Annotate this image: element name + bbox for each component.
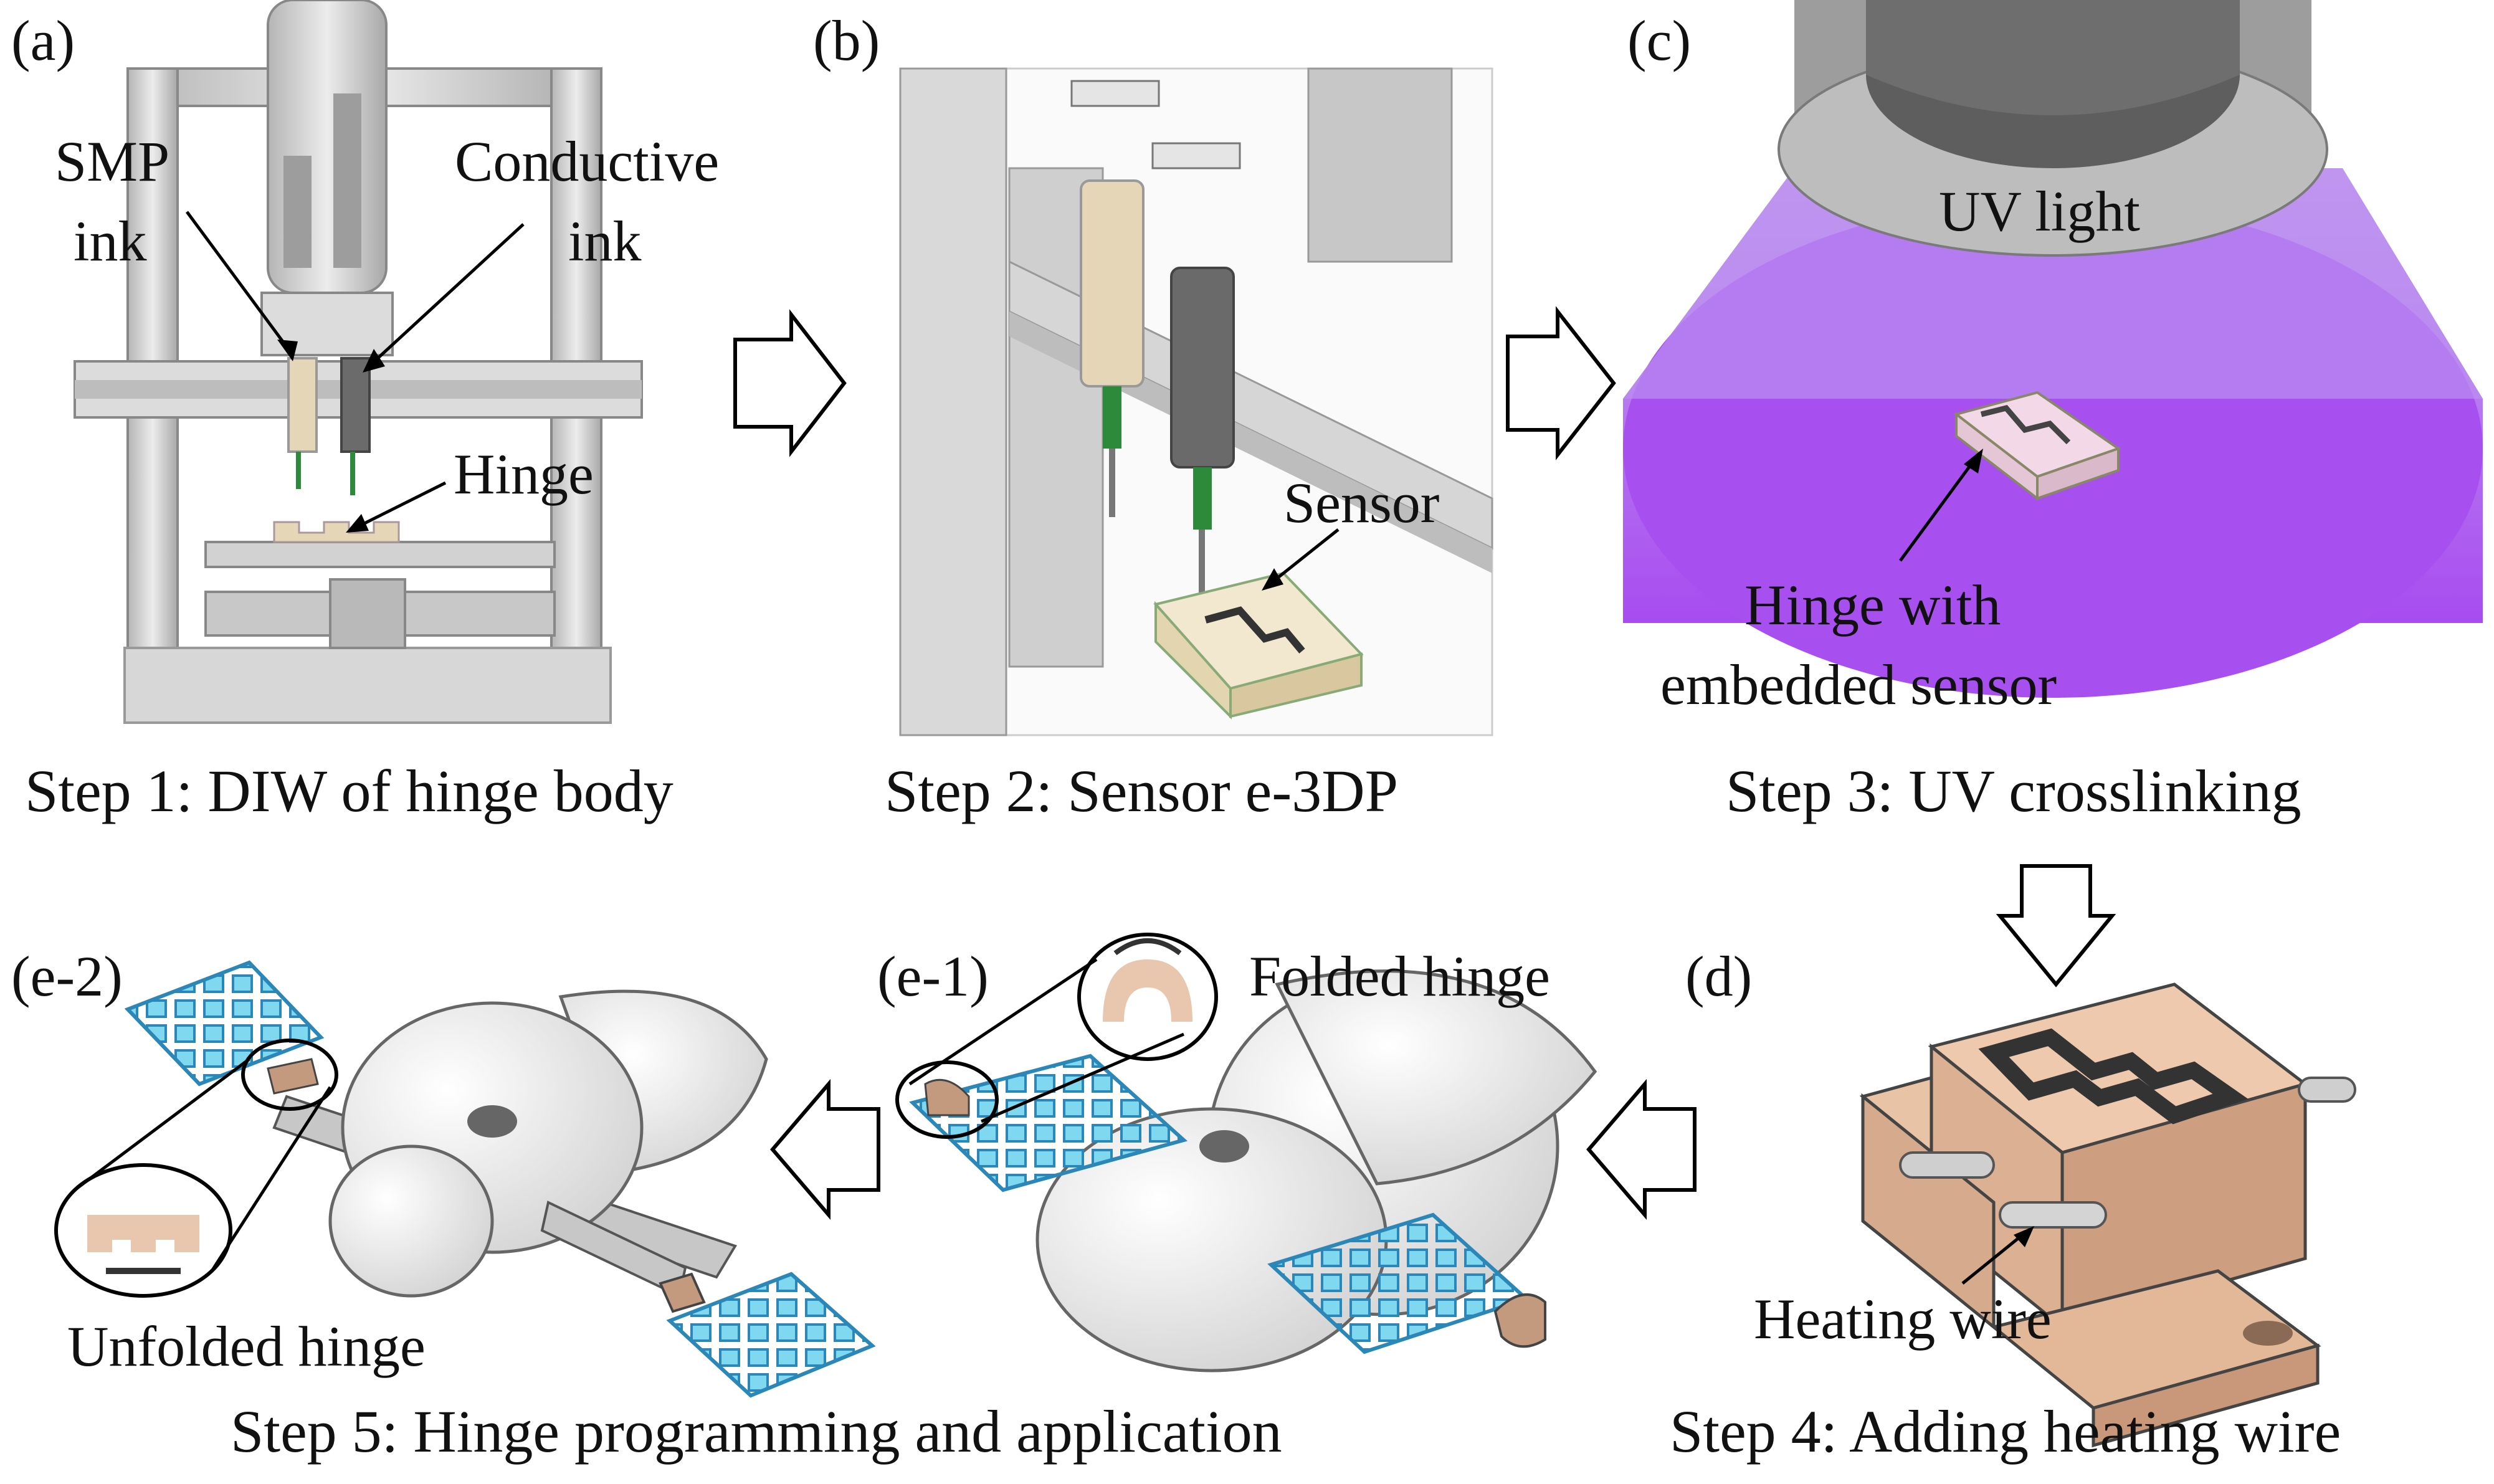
step1-caption: Step 1: DIW of hinge body [25, 758, 673, 824]
hinge-with-heating-wire-illustration [1859, 982, 2356, 1448]
folded-zoom-line-2 [981, 1032, 1184, 1123]
unfolded-zoom-line-2 [210, 1086, 332, 1272]
unfolded-hinge-part [267, 1058, 319, 1095]
sensor-arrowhead [1262, 568, 1283, 591]
conductive-needle-b [1199, 530, 1205, 604]
unfolded-hinge-highlight [241, 1039, 338, 1111]
conductive-label-line1: Conductive [455, 130, 719, 193]
uv-cone-upper [1623, 168, 2483, 399]
panel-c-tag: (c) [1627, 9, 1691, 72]
heating-wire-arrowhead [2014, 1226, 2034, 1247]
folded-hinge-highlight [895, 1060, 999, 1139]
hinge-with-sensor-label-line2: embedded sensor [1660, 653, 2057, 716]
heating-wire-label: Heating wire [1754, 1287, 2052, 1351]
hinge-arrowhead [346, 514, 369, 533]
folded-hinge-label: Folded hinge [1249, 944, 1550, 1008]
panel-e2: (e-2) Unfolded hinge [11, 944, 876, 1398]
hinge-in-uv [1953, 391, 2121, 502]
flow-arrow-c-to-d [1996, 864, 2116, 987]
smp-needle [296, 452, 301, 489]
flow-arrow-e1-to-e2 [770, 1078, 880, 1220]
hinge-leader-line [351, 481, 447, 531]
folded-hinge-inset-shape [1103, 959, 1192, 1022]
panel-e1: (e-1) Folded hinge [877, 933, 1597, 1372]
smp-leader-line [185, 211, 295, 356]
panel-a: (a) SMP ink Conductive ink [11, 0, 719, 824]
smp-nozzle-b [1103, 386, 1121, 449]
satellite-unfolded-illustration [124, 960, 876, 1398]
panel-e1-tag: (e-1) [877, 944, 989, 1008]
smp-syringe-b [1080, 179, 1145, 388]
hinge-uv-arrowhead [1964, 449, 1983, 473]
smp-ink-syringe [287, 357, 318, 453]
hinge-label: Hinge [454, 442, 594, 506]
unfolded-zoom-line-1 [74, 1058, 250, 1191]
unfolded-hinge-label: Unfolded hinge [67, 1315, 426, 1378]
step5-caption: Step 5: Hinge programming and applicatio… [231, 1398, 1282, 1465]
panel-a-tag: (a) [11, 9, 75, 72]
conductive-nozzle-b [1193, 467, 1212, 530]
folded-hinge-part [924, 1078, 970, 1116]
flow-arrow-b-to-c [1506, 306, 1616, 460]
panel-d-tag: (d) [1685, 944, 1752, 1008]
conductive-leader-line [366, 223, 525, 369]
panel-c: (c) UV light Hinge with embedded sensor … [1623, 0, 2483, 824]
conductive-ink-syringe [340, 357, 371, 453]
smp-label-line1: SMP [55, 130, 169, 193]
unfolded-hinge-inset-shape [87, 1215, 199, 1252]
smp-arrowhead [277, 340, 298, 361]
hinge-uv-leader-line [1898, 454, 1980, 562]
smp-label-line2: ink [74, 209, 147, 273]
step4-caption: Step 4: Adding heating wire [1670, 1398, 2341, 1465]
flow-arrow-d-to-e1 [1586, 1078, 1697, 1220]
step3-caption: Step 3: UV crosslinking [1726, 758, 2301, 824]
smp-needle-b [1109, 449, 1115, 517]
panel-b: (b) Sensor Step 2: Sensor e-3DP [813, 9, 1493, 824]
heating-wire-leader-line [1961, 1229, 2029, 1285]
folded-hinge-inset-wire [1113, 938, 1182, 956]
conductive-needle [350, 452, 355, 495]
satellite-folded-illustration [909, 969, 1597, 1372]
step2-caption: Step 2: Sensor e-3DP [885, 758, 1398, 824]
uv-light-label: UV light [1939, 179, 2140, 243]
printer-frame-illustration [74, 0, 643, 724]
flow-arrow-a-to-b [733, 309, 847, 457]
conductive-arrowhead [363, 349, 385, 373]
panel-e2-tag: (e-2) [11, 944, 123, 1008]
panel-d: (d) Heating wire Step 4: Adding heating … [1670, 944, 2356, 1465]
panel-b-tag: (b) [813, 9, 880, 72]
hinge-with-sensor-label-line1: Hinge with [1744, 573, 2001, 637]
hinge-on-bed [273, 521, 400, 543]
uv-lamp-housing [1778, 0, 2328, 257]
conductive-label-line2: ink [568, 209, 642, 273]
sensor-label: Sensor [1283, 471, 1439, 535]
folded-hinge-inset [1077, 933, 1218, 1061]
folded-zoom-line-1 [908, 958, 1098, 1086]
sensor-hinge-block [1153, 571, 1364, 720]
sensor-leader-line [1267, 528, 1340, 587]
conductive-syringe-b [1170, 267, 1235, 469]
